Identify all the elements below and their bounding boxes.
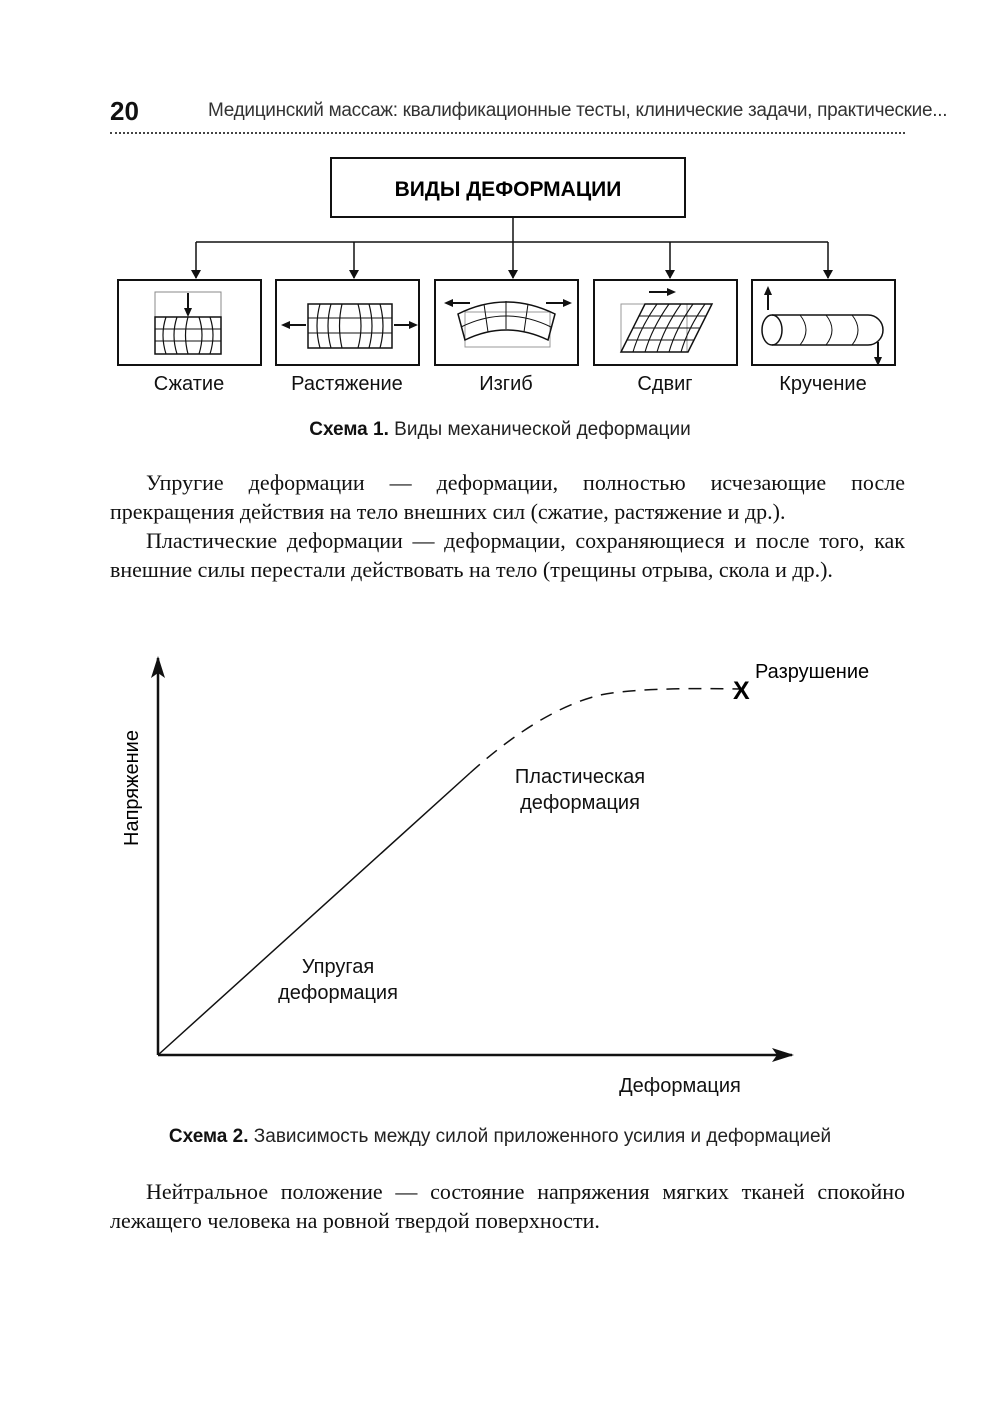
scheme1-caption-text: Виды механической деформации	[388, 419, 691, 440]
elastic-segment	[157, 772, 471, 1056]
failure-marker: X	[733, 677, 750, 705]
label-torsion: Кручение	[779, 373, 867, 395]
body-text-1: Упругие деформации — деформации, полност…	[110, 468, 905, 584]
compression-icon	[154, 291, 222, 355]
header-divider	[110, 132, 905, 134]
plastic-annotation: Пластическая деформация	[480, 764, 680, 816]
plastic-annotation-line1: Пластическая	[514, 766, 646, 788]
label-bending: Изгиб	[479, 373, 533, 395]
page-header: 20 Медицинский массаж: квалификационные …	[110, 96, 948, 136]
plastic-segment	[469, 687, 741, 774]
failure-label: Разрушение	[755, 661, 869, 683]
plastic-annotation-line2: деформация	[520, 792, 640, 814]
scheme1-caption: Схема 1. Виды механической деформации	[0, 419, 1000, 441]
paragraph-plastic: Пластические деформации — деформации, со…	[110, 528, 905, 582]
x-axis-label: Деформация	[619, 1075, 741, 1097]
label-tension: Растяжение	[291, 373, 403, 395]
stress-strain-chart: X Разрушение Напряжение	[121, 656, 869, 1062]
elastic-annotation-line2: деформация	[278, 982, 398, 1004]
bending-icon	[444, 299, 572, 348]
body-text-2: Нейтральное положение — состояние напряж…	[110, 1177, 905, 1235]
scheme1-caption-number: Схема 1.	[309, 419, 389, 440]
scheme2-caption: Схема 2. Зависимость между силой приложе…	[0, 1126, 1000, 1148]
paragraph-elastic: Упругие деформации — деформации, полност…	[110, 470, 905, 524]
y-axis-label: Напряжение	[121, 730, 143, 846]
paragraph-neutral: Нейтральное положение — состояние напряж…	[110, 1179, 905, 1233]
running-title: Медицинский массаж: квалификационные тес…	[208, 100, 948, 121]
page-number: 20	[110, 96, 139, 126]
tension-icon	[281, 303, 418, 349]
label-compression: Сжатие	[153, 373, 225, 395]
root-label: ВИДЫ ДЕФОРМАЦИИ	[395, 178, 622, 201]
elastic-annotation: Упругая деформация	[238, 954, 438, 1006]
scheme2-caption-text: Зависимость между силой приложенного уси…	[248, 1126, 832, 1147]
elastic-annotation-line1: Упругая	[301, 956, 375, 978]
label-shear: Сдвиг	[637, 373, 693, 395]
deformation-types-diagram: ВИДЫ ДЕФОРМАЦИИ	[117, 157, 896, 366]
torsion-icon	[761, 286, 884, 366]
shear-icon	[619, 288, 714, 353]
root-box	[330, 157, 686, 218]
scheme2-caption-number: Схема 2.	[168, 1126, 249, 1147]
